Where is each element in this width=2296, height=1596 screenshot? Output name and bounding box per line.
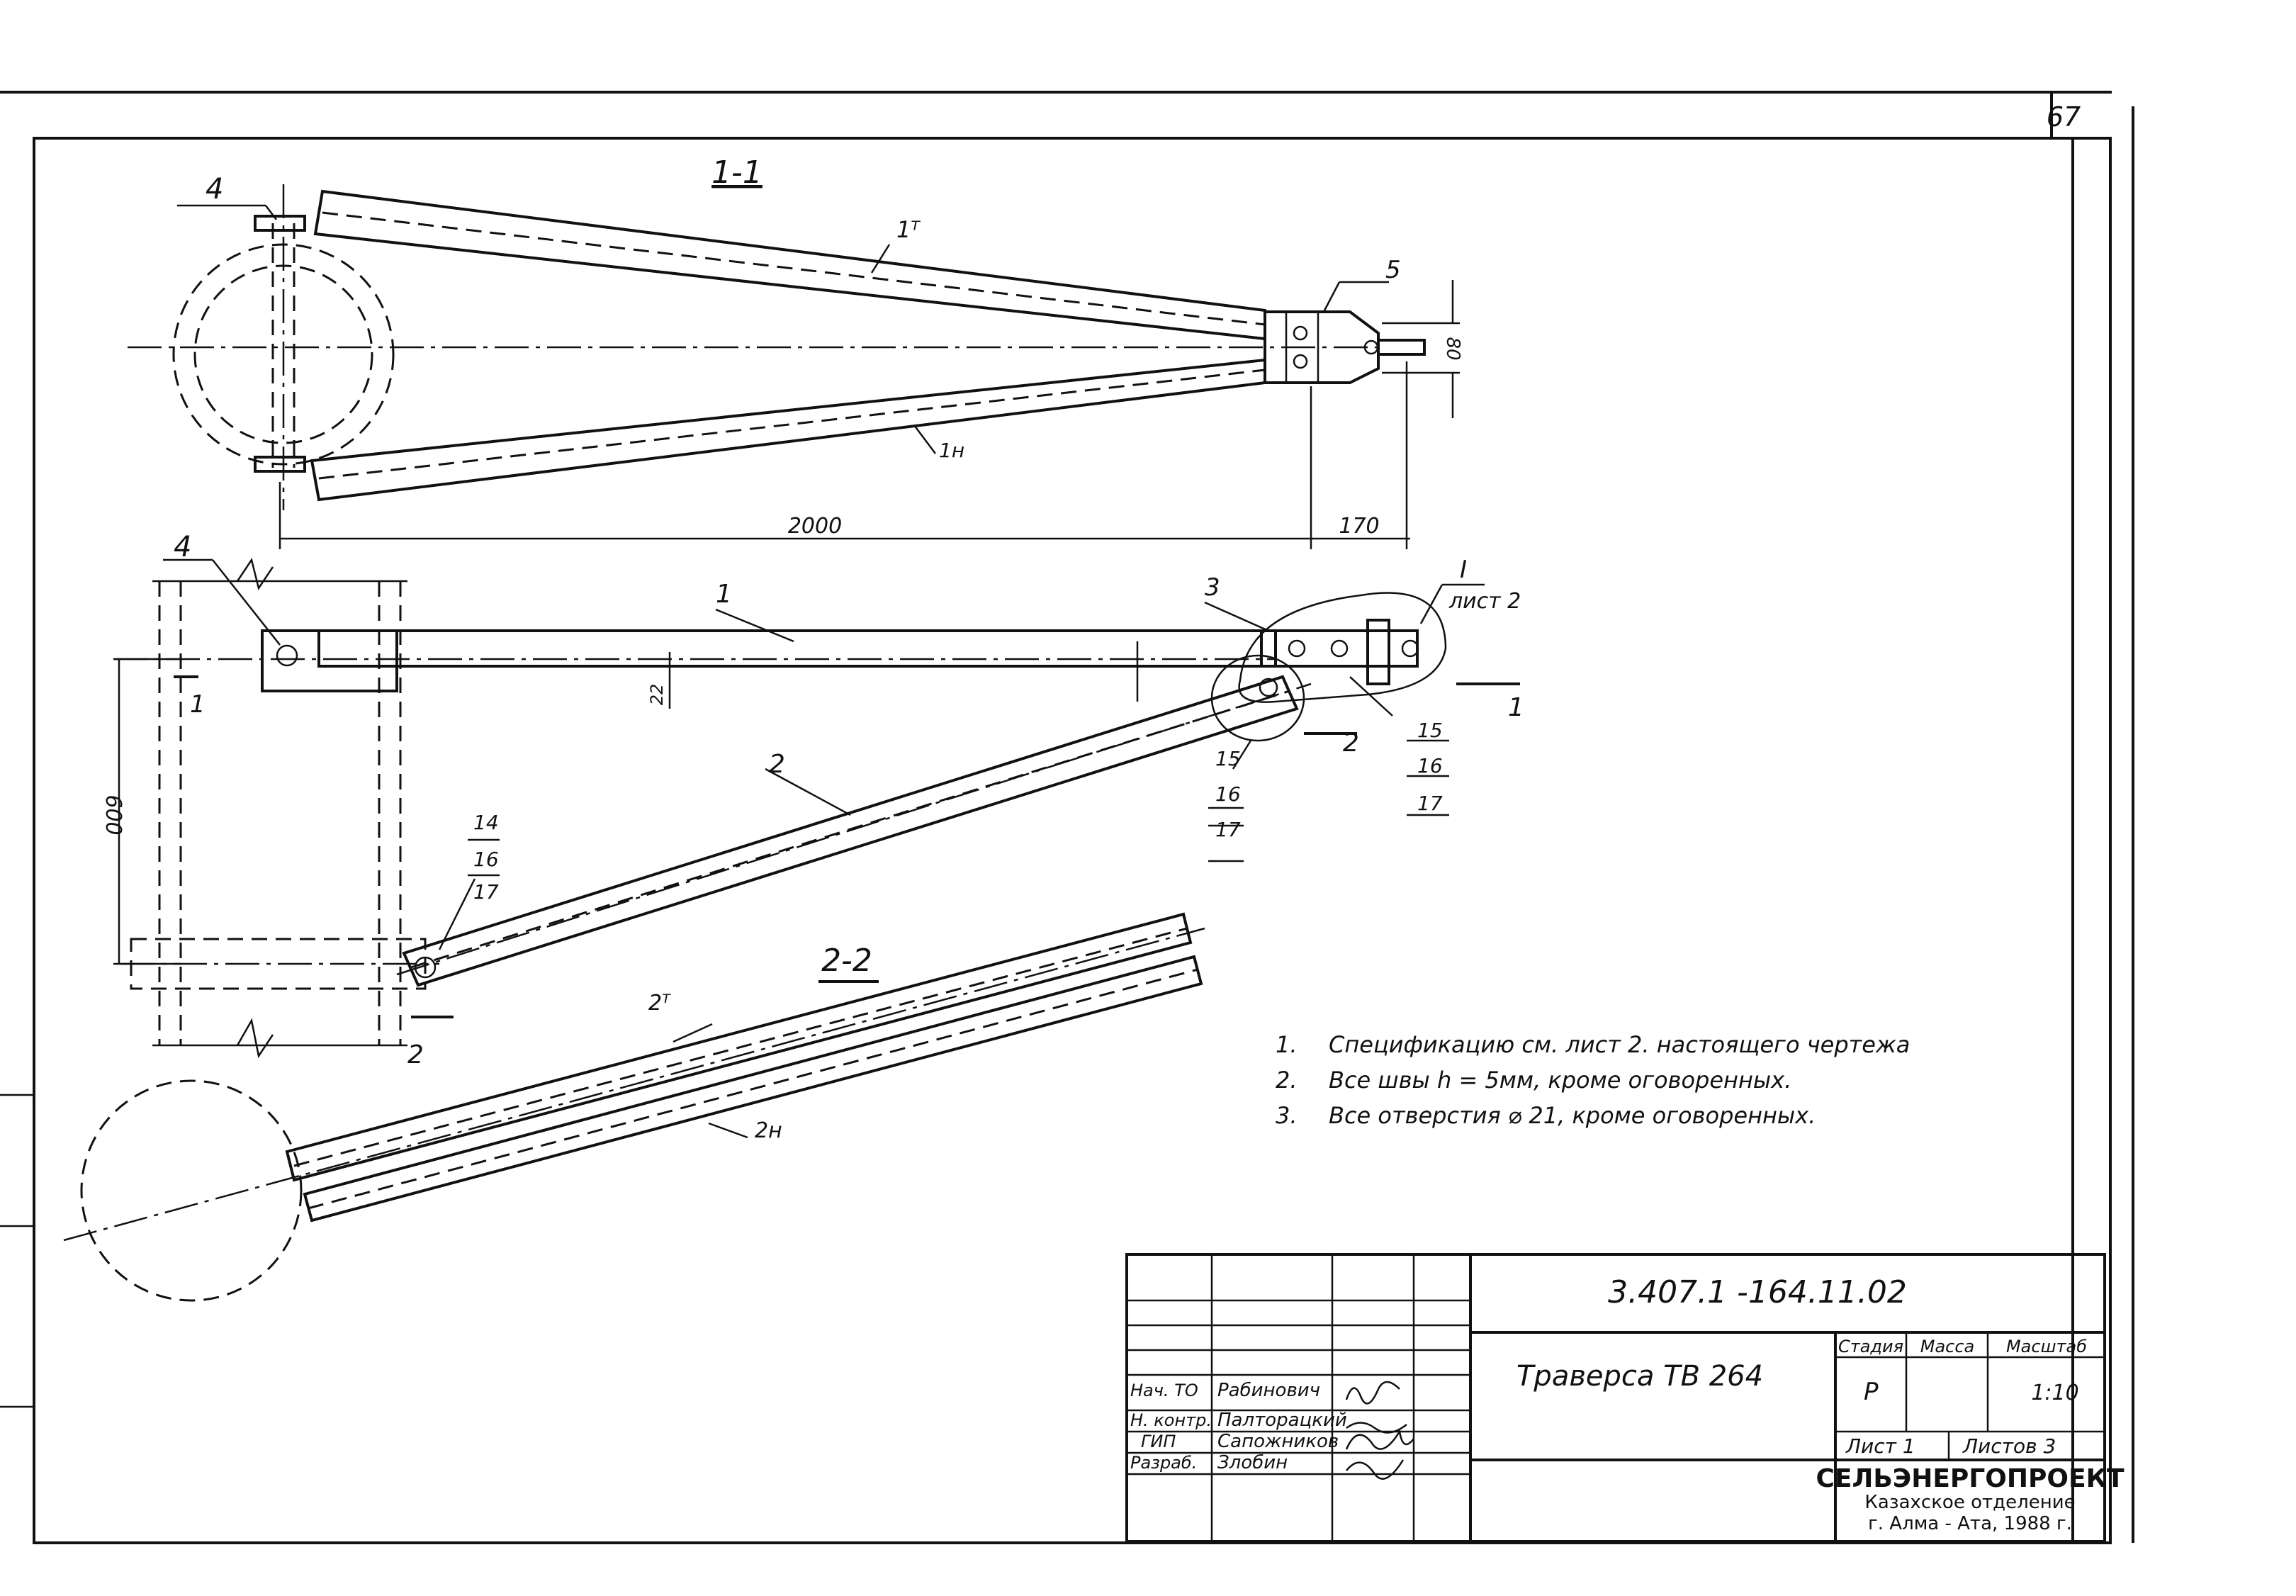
dim-22: 22 bbox=[647, 684, 667, 706]
stage-label: Стадия bbox=[1838, 1337, 1903, 1356]
view-section-1-1 bbox=[128, 184, 1460, 549]
view-section-2-2 bbox=[63, 912, 1205, 1302]
note-2-text: Все швы h = 5мм, кроме оговоренных. bbox=[1329, 1067, 1791, 1094]
callout-4-mid: 4 bbox=[174, 531, 191, 563]
staff-name-3: Сапожников bbox=[1217, 1431, 1339, 1452]
callout-17-left: 17 bbox=[473, 880, 499, 904]
callout-1T: 1ᵀ bbox=[896, 216, 921, 243]
callout-2T: 2ᵀ bbox=[648, 991, 671, 1016]
note-2-num: 2. bbox=[1276, 1067, 1298, 1094]
view-mark-1-left: 1 bbox=[190, 690, 206, 719]
callout-3: 3 bbox=[1205, 573, 1220, 602]
staff-role-1: Нач. ТО bbox=[1130, 1381, 1198, 1400]
callout-2H: 2н bbox=[755, 1118, 782, 1143]
view-mark-2-left: 2 bbox=[407, 1040, 424, 1069]
callout-16-mid: 16 bbox=[1215, 782, 1241, 806]
note-1-num: 1. bbox=[1276, 1031, 1298, 1058]
detail-mark: I bbox=[1460, 556, 1467, 584]
callout-1H: 1н bbox=[939, 439, 964, 462]
staff-name-4: Злобин bbox=[1217, 1452, 1288, 1473]
section-1-1-title: 1-1 bbox=[711, 154, 762, 191]
notes-block: 1. Спецификацию см. лист 2. настоящего ч… bbox=[1276, 1031, 1910, 1129]
dim-170: 170 bbox=[1339, 514, 1379, 539]
callout-15-right: 15 bbox=[1417, 719, 1443, 742]
org-city: г. Алма - Ата, 1988 г. bbox=[1868, 1513, 2072, 1534]
sheet-number: 67 bbox=[2047, 101, 2081, 133]
callout-15-mid: 15 bbox=[1215, 747, 1241, 770]
signatures bbox=[1345, 1381, 1414, 1480]
callout-2: 2 bbox=[769, 750, 785, 779]
detail-sheet: лист 2 bbox=[1448, 589, 1521, 614]
scale-value: 1:10 bbox=[2031, 1381, 2078, 1405]
dim-80: 80 bbox=[1442, 337, 1463, 360]
callout-5: 5 bbox=[1385, 256, 1401, 284]
scale-label: Масштаб bbox=[2006, 1337, 2087, 1356]
staff-name-2: Палторацкий bbox=[1217, 1410, 1347, 1431]
doc-code: 3.407.1 -164.11.02 bbox=[1608, 1274, 1907, 1310]
drawing-title: Траверса ТВ 264 bbox=[1516, 1360, 1763, 1393]
note-1-text: Спецификацию см. лист 2. настоящего черт… bbox=[1329, 1031, 1910, 1058]
staff-name-1: Рабинович bbox=[1217, 1380, 1320, 1401]
sheets-label: Листов 3 bbox=[1962, 1434, 2056, 1458]
section-2-2-title: 2-2 bbox=[821, 943, 872, 979]
mass-label: Масса bbox=[1920, 1337, 1975, 1356]
sheet-label: Лист 1 bbox=[1845, 1434, 1915, 1458]
dim-600: 600 bbox=[101, 794, 125, 835]
callout-16-right: 16 bbox=[1417, 754, 1443, 777]
callout-1: 1 bbox=[716, 580, 732, 609]
callout-4-top: 4 bbox=[206, 173, 223, 206]
callout-16-left: 16 bbox=[473, 848, 499, 871]
note-3-num: 3. bbox=[1276, 1102, 1298, 1129]
callout-17-mid: 17 bbox=[1215, 818, 1241, 841]
view-plan bbox=[113, 557, 1520, 1059]
stage-value: Р bbox=[1864, 1378, 1879, 1406]
callout-17-right: 17 bbox=[1417, 792, 1443, 815]
staff-role-4: Разраб. bbox=[1130, 1453, 1197, 1473]
view-mark-2: 2 bbox=[1343, 729, 1359, 758]
view-mark-1: 1 bbox=[1508, 693, 1524, 722]
staff-role-3: ГИП bbox=[1141, 1432, 1176, 1451]
staff-role-2: Н. контр. bbox=[1130, 1410, 1212, 1430]
callout-14: 14 bbox=[473, 811, 499, 834]
dim-2000: 2000 bbox=[788, 514, 842, 539]
org-branch: Казахское отделение bbox=[1864, 1492, 2075, 1513]
title-block bbox=[1125, 1253, 2106, 1543]
org-name: СЕЛЬЭНЕРГОПРОЕКТ bbox=[1816, 1464, 2125, 1493]
drawing-frame bbox=[0, 91, 2134, 1544]
note-3-text: Все отверстия ⌀ 21, кроме оговоренных. bbox=[1329, 1102, 1816, 1129]
